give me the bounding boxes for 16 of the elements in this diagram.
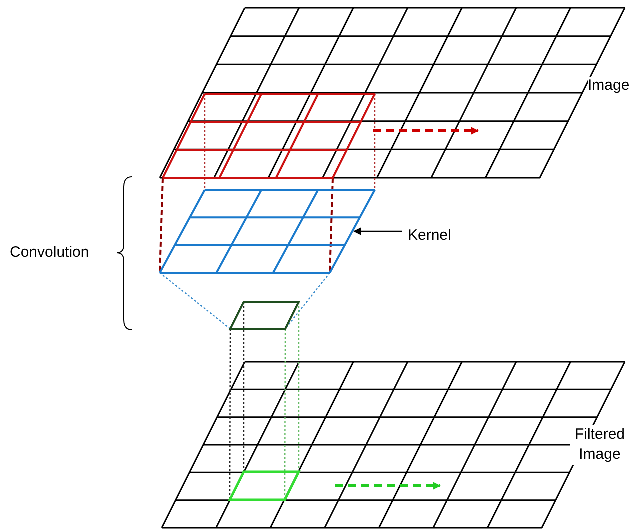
projection-line: [229, 329, 232, 500]
grid-label: Image: [588, 77, 630, 94]
projection-line: [204, 94, 206, 190]
kernel-window-outline: [162, 93, 376, 179]
projection-line: [285, 272, 330, 330]
projection-line: [374, 94, 376, 190]
leader-arrow: [354, 228, 402, 236]
projection-line: [160, 272, 231, 330]
kernel-grid: [159, 189, 376, 274]
projection-line: [329, 178, 334, 274]
projection-line: [159, 178, 164, 274]
projection-line: [298, 302, 300, 472]
projection-line: [243, 302, 245, 472]
output-cell-highlight: [228, 470, 302, 502]
output-cell: [228, 301, 301, 330]
projection-line: [284, 329, 286, 500]
